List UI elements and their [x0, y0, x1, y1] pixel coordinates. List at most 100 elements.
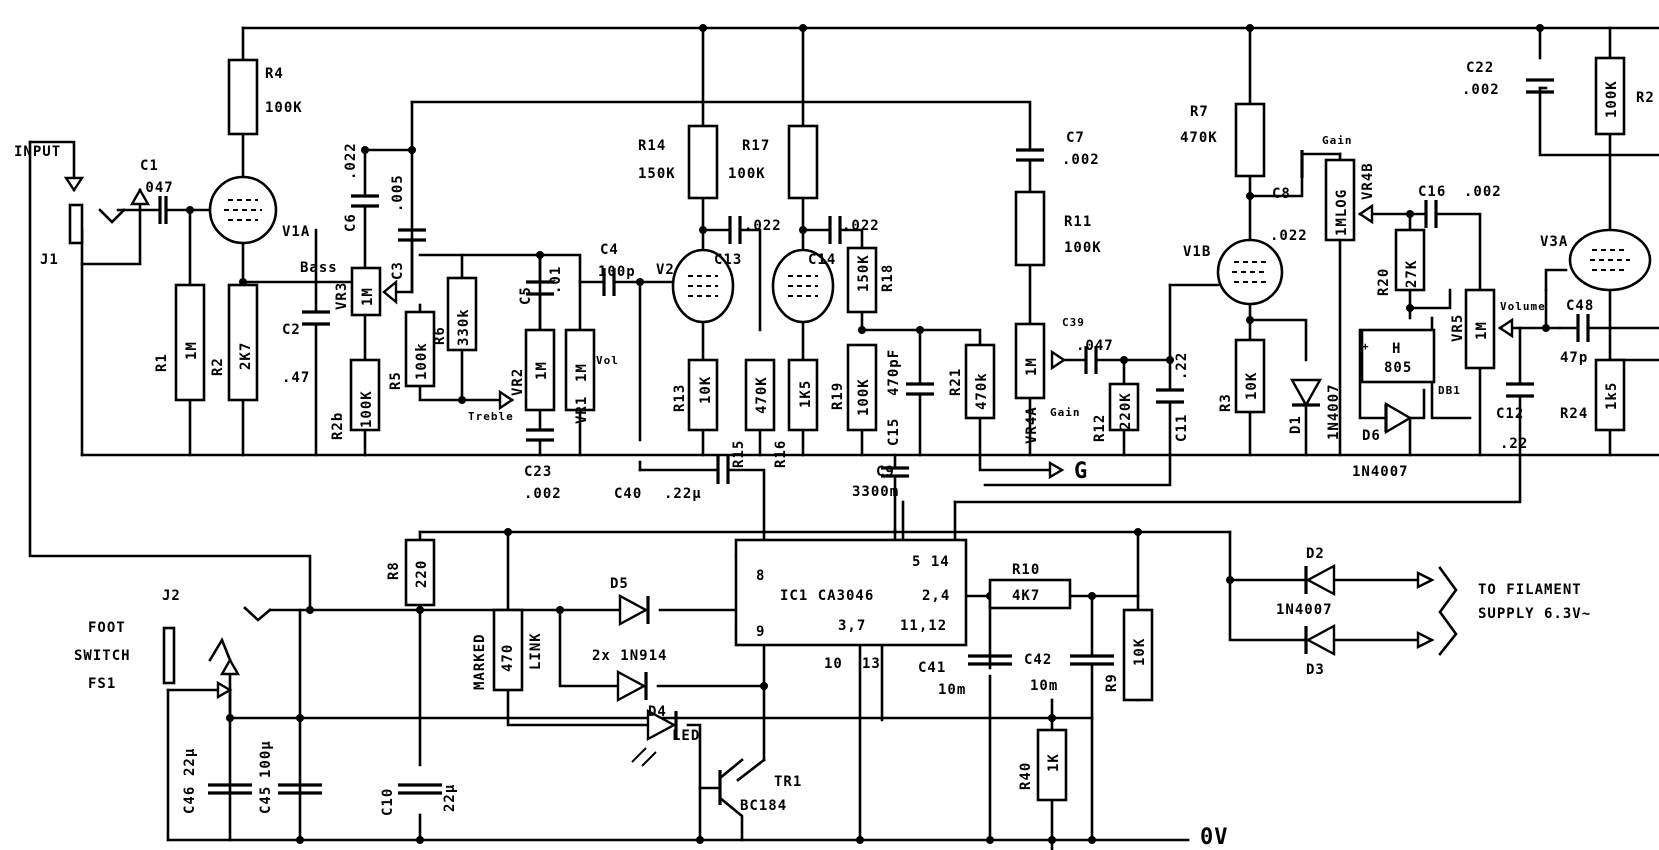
label-r21: R21: [948, 368, 964, 396]
label-c16-val: .002: [1464, 184, 1502, 200]
label-r11-val: 100K: [1064, 240, 1102, 256]
label-c48-val: 47p: [1560, 350, 1588, 366]
label-treble: Treble: [468, 410, 514, 423]
label-ic1-pin13: 13: [862, 656, 881, 672]
label-r40: R40: [1018, 762, 1034, 790]
label-r2: R2: [210, 357, 226, 376]
label-r2b-val: 100K: [359, 390, 375, 428]
wiring: [28, 26, 1659, 850]
label-c16: C16: [1418, 184, 1446, 200]
label-c6: C6: [343, 213, 359, 232]
label-c5-val: .01: [548, 266, 564, 294]
label-r3: R3: [1218, 393, 1234, 412]
component-labels: INPUT J1 C1 .047 R4 100K V1A Bass C2 .47…: [14, 60, 1655, 850]
label-c41-val: 10m: [938, 682, 966, 698]
label-r8-val: 220: [414, 560, 430, 588]
label-c46: C46: [182, 786, 198, 814]
label-vr4b: VR4B: [1360, 162, 1376, 200]
label-r9: R9: [1104, 673, 1120, 692]
label-c13-val: .022: [744, 218, 782, 234]
label-foot: FOOT: [88, 620, 126, 636]
label-vr1-val: 1M: [574, 363, 590, 382]
label-vr2: VR2: [510, 368, 526, 396]
label-1n4007-bottom: 1N4007: [1352, 464, 1409, 480]
label-c22: C22: [1466, 60, 1494, 76]
label-r4: R4: [265, 66, 284, 82]
label-c14-val: .022: [842, 218, 880, 234]
label-vol: Vol: [596, 354, 619, 367]
label-c7-val: .002: [1062, 152, 1100, 168]
label-bass: Bass: [300, 260, 338, 276]
label-ic1-pin10: 10: [824, 656, 843, 672]
label-j2: J2: [162, 588, 181, 604]
label-r11: R11: [1064, 214, 1092, 230]
label-c15: C15: [886, 418, 902, 446]
label-c4: C4: [600, 242, 619, 258]
label-marked: MARKED: [472, 633, 488, 690]
label-c12-val: .22: [1500, 436, 1528, 452]
label-switch: SWITCH: [74, 648, 131, 664]
label-vr4a: VR4A: [1024, 406, 1040, 444]
label-v1b: V1B: [1183, 244, 1211, 260]
label-r2b: R2b: [330, 412, 346, 440]
label-c15-val: 470pF: [886, 349, 902, 396]
label-d5: D5: [610, 576, 629, 592]
label-r4-val: 100K: [265, 100, 303, 116]
label-c1-val: .047: [136, 180, 174, 196]
label-r19: R19: [830, 382, 846, 410]
label-supply: SUPPLY 6.3V~: [1478, 606, 1591, 622]
label-c3-val: .005: [390, 174, 406, 212]
label-r16: R16: [773, 440, 789, 468]
label-volume: Volume: [1500, 300, 1546, 313]
label-r13: R13: [672, 384, 688, 412]
label-r1: R1: [154, 353, 170, 372]
label-ic1-pin24: 2,4: [922, 588, 950, 604]
label-fs1: FS1: [88, 676, 116, 692]
label-link: LINK: [528, 632, 544, 670]
label-c14: C14: [808, 252, 836, 268]
label-r19-val: 100K: [856, 378, 872, 416]
label-r22: R2: [1636, 90, 1655, 106]
label-c10-val: 22µ: [442, 784, 458, 812]
label-c11-val: .22: [1174, 352, 1190, 380]
label-r14: R14: [638, 138, 666, 154]
label-h805: H: [1392, 341, 1401, 357]
label-d1-val: 1N4007: [1326, 383, 1342, 440]
label-c8-val: .022: [1270, 228, 1308, 244]
label-r20: R20: [1376, 268, 1392, 296]
label-c40: C40: [614, 486, 642, 502]
label-vr3: VR3: [334, 282, 350, 310]
label-r18: R18: [880, 264, 896, 292]
label-gain-top: Gain: [1322, 134, 1353, 147]
label-r6-val: 330k: [456, 308, 472, 346]
label-r20-val: 27K: [1404, 260, 1420, 288]
label-c6-val: .022: [343, 142, 359, 180]
label-c9-val: 3300m: [852, 484, 899, 500]
label-d4: D4: [648, 704, 667, 720]
label-c48: C48: [1566, 298, 1594, 314]
label-c39-val: .047: [1076, 338, 1114, 354]
label-r12: R12: [1092, 414, 1108, 442]
label-led: LED: [672, 728, 700, 744]
label-vr5: VR5: [1450, 314, 1466, 342]
label-r3-val: 10K: [1244, 372, 1260, 400]
label-ic1-pin8: 8: [756, 568, 765, 584]
label-r7-val: 470K: [1180, 130, 1218, 146]
label-r17-val: 100K: [728, 166, 766, 182]
label-r17: R17: [742, 138, 770, 154]
label-c45-val: 100µ: [258, 740, 274, 778]
ic1-box: [734, 538, 968, 647]
label-r6: R6: [432, 326, 448, 345]
label-c23: C23: [524, 464, 552, 480]
label-d3: D3: [1306, 662, 1325, 678]
label-vr5-val: 1M: [1474, 321, 1490, 340]
label-d45-val: 2x 1N914: [592, 648, 667, 664]
label-c5: C5: [518, 286, 534, 305]
label-tr1-val: BC184: [740, 798, 787, 814]
label-c8: C8: [1272, 186, 1291, 202]
label-c40-val: .22µ: [664, 486, 702, 502]
label-vr4b-val: 1MLOG: [1334, 189, 1350, 236]
resistors: [174, 56, 1626, 802]
label-r22-val: 100K: [1604, 80, 1620, 118]
